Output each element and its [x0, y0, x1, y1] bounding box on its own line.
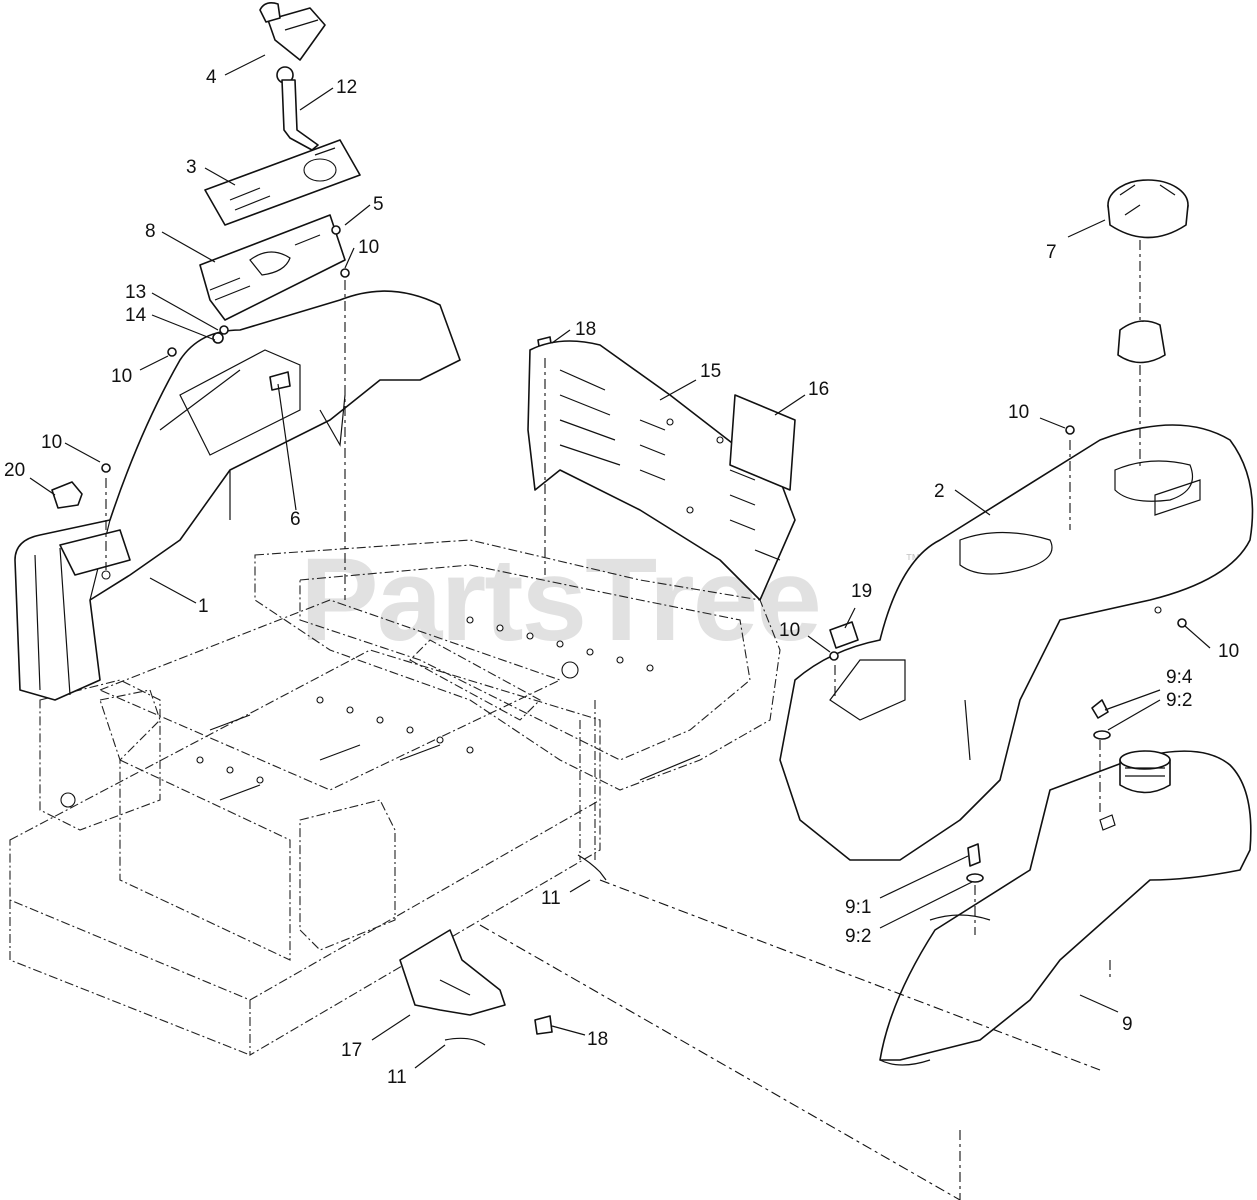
- bracket-20: [51, 481, 83, 509]
- screw-10d: [1065, 425, 1075, 435]
- callout-16: 16: [808, 379, 829, 400]
- fitting-9-1: [967, 843, 981, 867]
- left-fender-console: [14, 290, 461, 701]
- seat-decal: [729, 394, 796, 491]
- bracket-19: [829, 621, 859, 649]
- fuel-cap: [1107, 179, 1189, 470]
- callout-18a: 18: [575, 319, 596, 340]
- washer-14: [212, 332, 224, 344]
- callout-1: 1: [198, 596, 209, 617]
- lower-bracket: [399, 929, 506, 1046]
- screw-10c: [101, 463, 111, 473]
- callout-10d: 10: [1008, 402, 1029, 423]
- screw-10f: [1177, 618, 1187, 628]
- seat-pan: [527, 340, 796, 601]
- callout-2: 2: [934, 481, 945, 502]
- screw-10e: [829, 651, 839, 661]
- right-fender: [779, 424, 1254, 861]
- callout-7: 7: [1046, 242, 1057, 263]
- callout-10f: 10: [1218, 641, 1239, 662]
- small-hardware: [51, 225, 1187, 1035]
- bolt-18b: [534, 1015, 553, 1035]
- callout-5: 5: [373, 194, 384, 215]
- callout-18b: 18: [587, 1029, 608, 1050]
- callout-10b: 10: [111, 366, 132, 387]
- callout-10e: 10: [779, 620, 800, 641]
- callout-9-2a: 9:2: [1166, 690, 1192, 711]
- callout-11b: 11: [387, 1067, 407, 1088]
- callout-13: 13: [125, 282, 146, 303]
- control-decal-plate: [204, 139, 361, 226]
- control-lever: [281, 79, 319, 151]
- grommet-9-2a: [1093, 730, 1111, 740]
- screw-10b: [167, 347, 177, 357]
- alignment-lines: [105, 280, 1101, 1200]
- callout-9-1: 9:1: [845, 897, 871, 918]
- callout-14: 14: [125, 305, 147, 326]
- fitting-9-4: [1091, 699, 1109, 719]
- callout-4: 4: [206, 67, 217, 88]
- callout-labels: 4 12 3 5 8 10 13 14 10 10 20 6 1 18 15 1…: [4, 67, 1239, 1088]
- throttle-knob: [259, 2, 326, 84]
- callout-9: 9: [1122, 1014, 1133, 1035]
- clip-6: [269, 371, 291, 391]
- callout-10a: 10: [358, 237, 379, 258]
- callout-10c: 10: [41, 432, 62, 453]
- callout-11a: 11: [541, 888, 561, 909]
- callout-6: 6: [290, 509, 301, 530]
- nut-13: [219, 325, 229, 335]
- screw-5: [331, 225, 341, 235]
- console-panel: [199, 214, 346, 321]
- callout-3: 3: [186, 157, 197, 178]
- callout-8: 8: [145, 221, 156, 242]
- callout-9-2b: 9:2: [845, 926, 871, 947]
- wire-hook-upper: [577, 854, 607, 881]
- callout-15: 15: [700, 361, 721, 382]
- leader-lines: [29, 54, 1211, 1069]
- callout-9-4: 9:4: [1166, 667, 1193, 688]
- callout-12: 12: [336, 77, 357, 98]
- callout-17: 17: [341, 1040, 362, 1061]
- callout-20: 20: [4, 460, 25, 481]
- grommet-9-2b: [966, 873, 984, 883]
- screw-10a: [340, 268, 350, 278]
- fuel-tank: [879, 750, 1252, 1066]
- callout-19: 19: [851, 581, 872, 602]
